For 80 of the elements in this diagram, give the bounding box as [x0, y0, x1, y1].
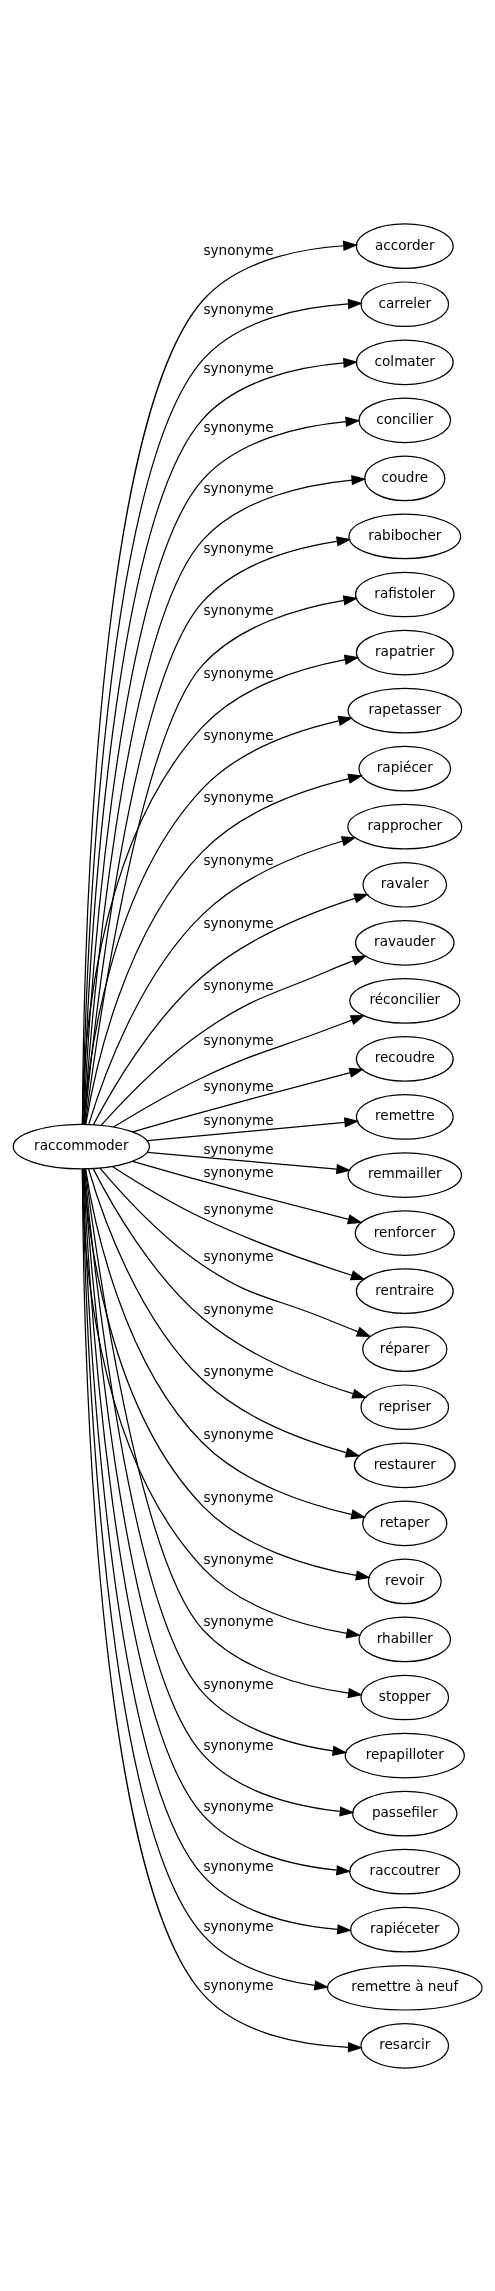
node-ellipse: resarcir: [360, 2022, 450, 2069]
arrow: [92, 892, 369, 1125]
node-ellipse: rapatrier: [355, 629, 454, 675]
node-ellipse: rentraire: [355, 1267, 454, 1314]
edge-label: synonyme: [203, 241, 274, 258]
edge-label: synonyme: [203, 726, 274, 743]
arrow: [113, 1014, 366, 1127]
arrow: [99, 1167, 372, 1337]
edge-label: synonyme: [203, 1425, 274, 1442]
edge-label: synonyme: [203, 1140, 274, 1157]
node-ellipse: restaurer: [353, 1441, 456, 1488]
edge-label: synonyme: [203, 1163, 274, 1180]
node-ellipse: rafistoler: [354, 571, 455, 617]
edge-label: synonyme: [203, 1550, 274, 1567]
edge-label: synonyme: [203, 914, 274, 931]
node-ellipse: rapiécer: [358, 745, 452, 791]
edge-label: synonyme: [203, 1612, 274, 1629]
node-ellipse: accorder: [355, 222, 454, 269]
node-ellipse: colmater: [355, 338, 454, 385]
node-ellipse: recoudre: [355, 1035, 454, 1082]
edge-label: synonyme: [203, 851, 274, 868]
edge-label: synonyme: [203, 1675, 274, 1692]
edge-label: synonyme: [203, 1300, 274, 1317]
arrow: [87, 1167, 361, 1458]
node-ellipse: repriser: [360, 1383, 450, 1430]
node-ellipse: retaper: [362, 1500, 448, 1546]
arrow: [111, 1165, 366, 1280]
edge-label: synonyme: [203, 976, 274, 992]
arrow: [92, 1167, 368, 1399]
arrow: [81, 1167, 363, 2052]
node-ellipse: remettre: [355, 1093, 454, 1140]
node-ellipse: stopper: [360, 1674, 450, 1720]
edge-label: synonyme: [203, 1111, 274, 1128]
edge-label: synonyme: [203, 418, 274, 435]
edge-label: synonyme: [203, 664, 274, 681]
node-ellipse: remmailler: [347, 1151, 463, 1198]
edge-label: synonyme: [203, 359, 274, 376]
edge-label: synonyme: [203, 1976, 274, 1993]
arrow: [85, 773, 363, 1125]
arrow: [146, 1116, 360, 1141]
edge-label: synonyme: [203, 1031, 274, 1048]
node-ellipse: raccoutrer: [349, 1848, 461, 1894]
node-ellipse: passefiler: [352, 1790, 458, 1836]
node-ellipse: remettre à neuf: [326, 1964, 483, 2011]
edge-label: synonyme: [203, 1917, 274, 1934]
edge-label: synonyme: [203, 1362, 274, 1379]
edge-label: synonyme: [203, 300, 274, 317]
node-ellipse: repapilloter: [344, 1732, 465, 1778]
edge-label: synonyme: [203, 788, 274, 805]
node-ellipse: rabibocher: [348, 513, 462, 559]
edge-label: synonyme: [203, 539, 274, 556]
arrow: [146, 1151, 352, 1174]
node-ellipse: rapprocher: [347, 803, 463, 850]
edge-label: synonyme: [203, 1857, 274, 1874]
edge-label: synonyme: [203, 479, 274, 496]
edge-label: synonyme: [203, 1736, 274, 1753]
edge-label: synonyme: [203, 1200, 274, 1217]
edge-label: synonyme: [203, 1488, 274, 1505]
node-ellipse: raccommoder: [12, 1123, 151, 1169]
arrow: [132, 1067, 365, 1133]
node-ellipse: renforcer: [354, 1209, 455, 1256]
node-ellipse: revoir: [367, 1558, 442, 1604]
edge-label: synonyme: [203, 1797, 274, 1814]
node-ellipse: rapetasser: [347, 687, 463, 733]
arrow: [132, 1160, 363, 1224]
arrow: [83, 715, 354, 1125]
arrow: [100, 955, 368, 1126]
node-ellipse: coudre: [364, 455, 446, 501]
arrow: [88, 835, 357, 1125]
node-ellipse: ravauder: [354, 919, 455, 966]
edge-label: synonyme: [203, 1247, 274, 1264]
node-ellipse: carreler: [360, 280, 450, 327]
node-ellipse: rapiéceter: [350, 1906, 460, 1953]
edge-label: synonyme: [203, 601, 274, 618]
node-ellipse: ravaler: [362, 861, 448, 908]
edge-label: synonyme: [203, 1077, 274, 1094]
arrow: [84, 1167, 366, 1519]
node-ellipse: rhabiller: [358, 1616, 452, 1662]
node-ellipse: concilier: [358, 397, 452, 443]
node-ellipse: réparer: [362, 1325, 448, 1372]
